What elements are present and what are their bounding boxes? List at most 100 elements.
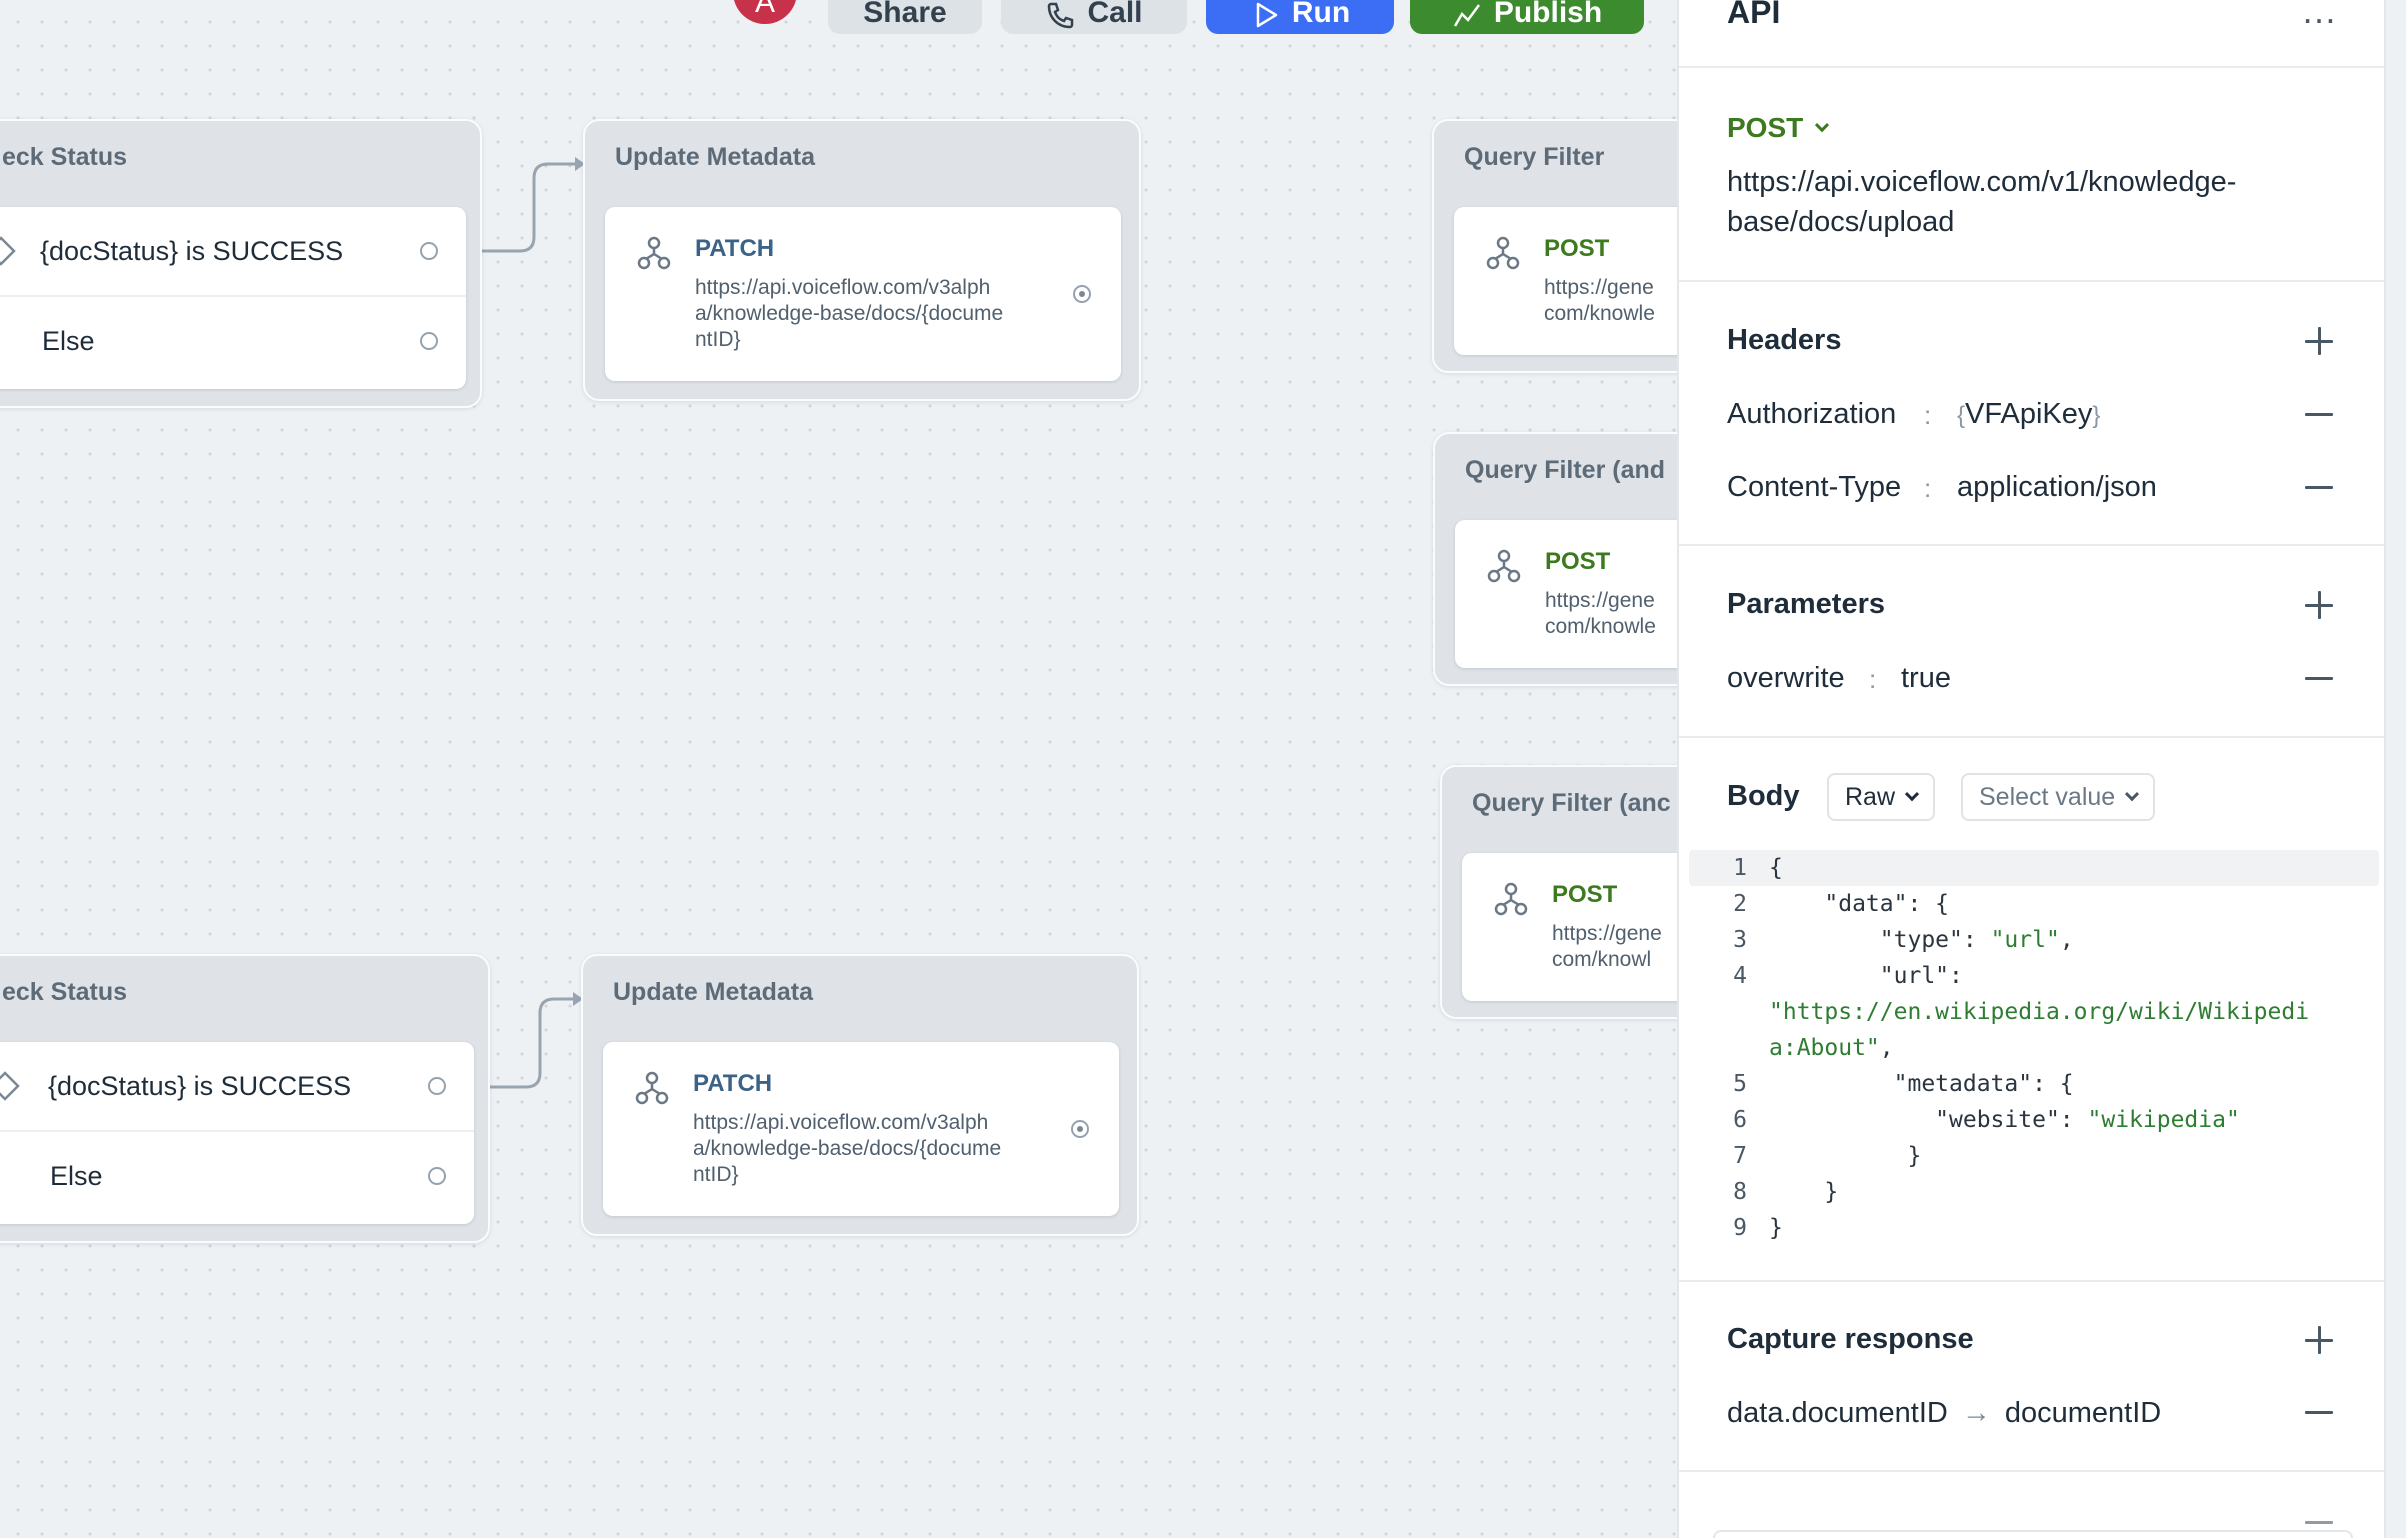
section-divider <box>1679 66 2384 68</box>
chevron-down-icon <box>1904 787 1920 802</box>
parameter-value[interactable]: true <box>1901 662 1951 694</box>
output-port[interactable] <box>1071 1120 1089 1138</box>
code-line[interactable]: a:About", <box>1689 1030 2379 1066</box>
url-text: https://gene com/knowle <box>1545 589 1656 638</box>
output-port[interactable] <box>1073 285 1091 303</box>
condition-row[interactable]: {docStatus} is SUCCESS <box>0 1042 474 1130</box>
condition-port[interactable] <box>428 1077 446 1095</box>
code-text: "metadata": { <box>1769 1071 2074 1097</box>
else-port[interactable] <box>428 1167 446 1185</box>
share-button[interactable]: Share <box>828 0 982 34</box>
else-row[interactable]: Else <box>0 1132 474 1220</box>
condition-block[interactable]: eck Status {docStatus} is SUCCESS Else <box>0 119 482 408</box>
code-line[interactable]: 7 } <box>1689 1138 2379 1174</box>
if-icon <box>0 1071 20 1101</box>
header-key[interactable]: Content-Type <box>1727 471 1902 503</box>
url-text: https://genе com/knowl <box>1552 922 1662 971</box>
header-key[interactable]: Authorization <box>1727 398 1897 430</box>
code-line[interactable]: 2 "data": { <box>1689 886 2379 922</box>
run-button[interactable]: Run <box>1206 0 1394 34</box>
remove-capture-minus-icon[interactable] <box>2305 1398 2333 1426</box>
kv-separator: : <box>1869 664 1877 694</box>
line-number: 8 <box>1733 1179 1747 1205</box>
api-step-card[interactable]: PATCH https://api.voiceflow.com/v3alph a… <box>603 1042 1119 1216</box>
code-line[interactable]: 9} <box>1689 1210 2379 1246</box>
kv-separator: : <box>1924 400 1932 430</box>
header-value[interactable]: application/json <box>1957 471 2157 503</box>
else-port[interactable] <box>420 332 438 350</box>
section-divider <box>1679 280 2384 282</box>
url-input[interactable]: https://api.voiceflow.com/v1/knowledge- … <box>1727 166 2237 238</box>
add-capture-plus-icon[interactable] <box>2305 1326 2333 1354</box>
method-label: POST <box>1545 548 1611 575</box>
section-divider <box>1679 736 2384 738</box>
body-title: Body <box>1727 780 1800 812</box>
flow-canvas[interactable]: A Share Call Run Publish eck Status <box>0 0 1677 1538</box>
parameter-key[interactable]: overwrite <box>1727 662 1845 694</box>
code-line[interactable]: 5 "metadata": { <box>1689 1066 2379 1102</box>
code-line[interactable]: "https://en.wikipedia.org/wiki/Wikipedi <box>1689 994 2379 1030</box>
body-format-dropdown[interactable]: Raw <box>1827 773 1936 821</box>
condition-block[interactable]: eck Status {docStatus} is SUCCESS Else <box>0 954 490 1243</box>
condition-row[interactable]: {docStatus} is SUCCESS <box>0 207 466 295</box>
row-divider <box>0 1130 474 1132</box>
else-label: Else <box>50 1160 103 1191</box>
share-label: Share <box>863 0 947 29</box>
user-avatar[interactable]: A <box>733 0 797 24</box>
method-label: PATCH <box>693 1070 773 1097</box>
url-text: https://api.voiceflow.com/v3alph a/knowl… <box>695 276 1004 351</box>
block-title: Query Filter (anc <box>1472 789 1671 817</box>
block-title: Query Filter <box>1464 143 1605 171</box>
api-step-card[interactable]: POST https://gene com/knowle <box>1454 207 1677 355</box>
add-parameter-plus-icon[interactable] <box>2305 591 2333 619</box>
code-line[interactable]: 6 "website": "wikipedia" <box>1689 1102 2379 1138</box>
more-options-icon[interactable]: … <box>2301 0 2339 31</box>
condition-text: {docStatus} is SUCCESS <box>48 1070 352 1101</box>
condition-card: {docStatus} is SUCCESS Else <box>0 1042 474 1224</box>
block-title: eck Status <box>2 978 128 1006</box>
api-step-card[interactable]: POST https://gene com/knowle <box>1455 520 1677 668</box>
body-code-editor[interactable]: 1{2 "data": {3 "type": "url",4 "url":"ht… <box>1689 850 2379 1246</box>
url-text: https://gene com/knowle <box>1544 276 1655 325</box>
collapsed-minus-icon[interactable] <box>2305 1508 2333 1536</box>
capture-row[interactable]: data.documentID → documentID <box>1727 1397 2161 1430</box>
headers-title: Headers <box>1727 324 1842 356</box>
code-line[interactable]: 8 } <box>1689 1174 2379 1210</box>
api-block-query-filter[interactable]: Query Filter POST https://gene com/knowl… <box>1432 119 1677 373</box>
line-number: 3 <box>1733 927 1747 953</box>
code-line[interactable]: 1{ <box>1689 850 2379 886</box>
publish-button[interactable]: Publish <box>1410 0 1644 34</box>
add-header-plus-icon[interactable] <box>2305 327 2333 355</box>
else-label: Else <box>42 325 95 356</box>
remove-header-minus-icon[interactable] <box>2305 400 2333 428</box>
api-step-card[interactable]: POST https://genе com/knowl <box>1462 853 1677 1001</box>
code-text: { <box>1769 855 1783 881</box>
condition-port[interactable] <box>420 242 438 260</box>
capture-path: data.documentID <box>1727 1397 1948 1429</box>
method-label: POST <box>1552 881 1618 908</box>
panel-scroll-gutter[interactable] <box>2384 0 2406 1538</box>
api-step-card[interactable]: PATCH https://api.voiceflow.com/v3alph a… <box>605 207 1121 381</box>
code-text: a:About", <box>1769 1035 1894 1061</box>
remove-parameter-minus-icon[interactable] <box>2305 664 2333 692</box>
next-section-input[interactable] <box>1713 1530 2353 1538</box>
else-row[interactable]: Else <box>0 297 466 385</box>
header-value-variable[interactable]: {VFApiKey} <box>1957 398 2101 430</box>
call-button[interactable]: Call <box>1001 0 1187 34</box>
code-text: "type": "url", <box>1769 927 2074 953</box>
api-block-query-filter[interactable]: Query Filter (and POST https://gene com/… <box>1433 432 1677 686</box>
parameters-title: Parameters <box>1727 588 1885 620</box>
body-value-dropdown[interactable]: Select value <box>1961 773 2156 821</box>
arrow-right-icon: → <box>1961 1397 1991 1429</box>
remove-header-minus-icon[interactable] <box>2305 473 2333 501</box>
call-label: Call <box>1087 0 1143 29</box>
api-block-update-metadata[interactable]: Update Metadata PATCH https://api.voicef… <box>583 119 1141 401</box>
api-block-update-metadata[interactable]: Update Metadata PATCH https://api.voicef… <box>581 954 1139 1236</box>
code-line[interactable]: 4 "url": <box>1689 958 2379 994</box>
code-line[interactable]: 3 "type": "url", <box>1689 922 2379 958</box>
line-number: 9 <box>1733 1215 1747 1241</box>
avatar-letter: A <box>754 0 775 19</box>
url-text: https://api.voiceflow.com/v3alph a/knowl… <box>693 1111 1002 1186</box>
method-select[interactable]: POST <box>1727 112 1830 144</box>
api-block-query-filter[interactable]: Query Filter (anc POST https://genе com/… <box>1440 765 1677 1019</box>
